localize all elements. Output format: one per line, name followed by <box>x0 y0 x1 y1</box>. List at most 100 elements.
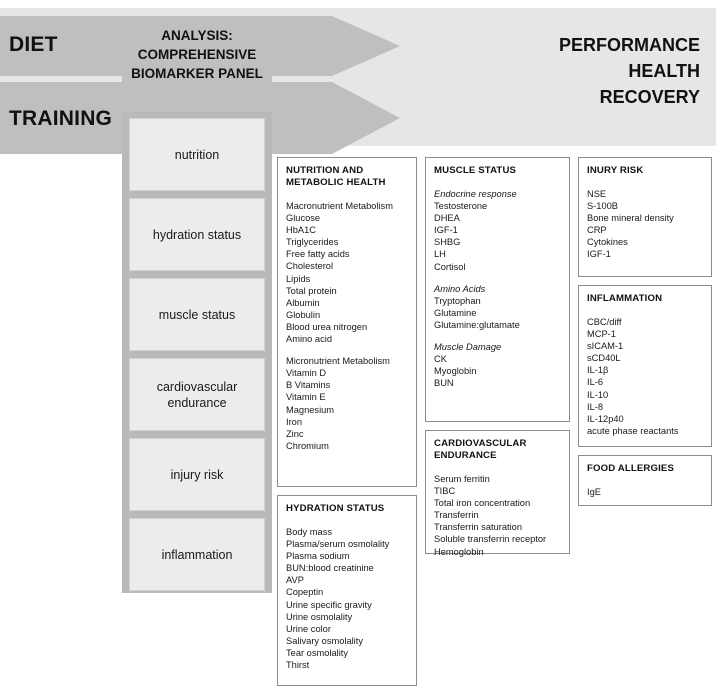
category-item-cardiovascular-endurance[interactable]: cardiovascular endurance <box>129 358 265 431</box>
panel-item: NSE <box>587 189 607 199</box>
panel-item: Urine specific gravity <box>286 599 372 610</box>
panel-item-spacer <box>434 273 561 283</box>
panel-item: HbA1C <box>286 225 316 236</box>
panel-item: Plasma sodium <box>286 551 350 562</box>
panel-item: Total protein <box>286 285 337 296</box>
panel-item: Transferrin saturation <box>434 522 523 533</box>
analysis-title-line-2: COMPREHENSIVE <box>137 47 257 62</box>
outcome-title-group: PERFORMANCE HEALTH RECOVERY <box>559 32 700 110</box>
panel-item: Macronutrient Metabolism <box>286 201 393 211</box>
panel-item: BUN <box>434 378 454 389</box>
panel-item: Glutamine:glutamate <box>434 319 520 330</box>
category-item-label: inflammation <box>161 547 233 562</box>
category-item-label: hydration status <box>152 227 242 242</box>
panel-item: Vitamin E <box>286 392 326 403</box>
panel-item: Chromium <box>286 440 329 451</box>
panel-item: Urine color <box>286 623 331 634</box>
panel-food-allergies: FOOD ALLERGIES IgE <box>578 455 712 506</box>
panel-item: Cortisol <box>434 261 466 272</box>
category-item-label: muscle status <box>158 307 236 322</box>
category-item-muscle-status[interactable]: muscle status <box>129 278 265 351</box>
panel-item: Amino acid <box>286 334 332 345</box>
panel-item: CBC/diff <box>587 317 622 327</box>
panel-subheading: Muscle Damage <box>434 342 502 353</box>
panel-subheading: Amino Acids <box>434 283 486 294</box>
panel-item: S-100B <box>587 201 619 212</box>
panel-item: acute phase reactants <box>587 425 679 436</box>
input-arrow-diet <box>0 16 400 76</box>
category-item-inflammation[interactable]: inflammation <box>129 518 265 591</box>
panel-item: Triglycerides <box>286 237 339 248</box>
panel-item-spacer <box>286 345 408 355</box>
category-item-injury-risk[interactable]: injury risk <box>129 438 265 511</box>
panel-item: Vitamin D <box>286 368 327 379</box>
panel-item: Glutamine <box>434 307 477 318</box>
panel-title: CARDIOVASCULAR ENDURANCE <box>434 438 527 461</box>
panel-item-spacer <box>434 331 561 341</box>
panel-item: Tear osmolality <box>286 647 349 658</box>
outcome-label-recovery: RECOVERY <box>599 87 700 107</box>
panel-item: Salivary osmolality <box>286 635 363 646</box>
panel-item: IL-10 <box>587 389 609 400</box>
panel-item: BUN:blood creatinine <box>286 563 374 574</box>
panel-item: Soluble transferrin receptor <box>434 534 547 545</box>
panel-item: B Vitamins <box>286 380 331 391</box>
panel-item: Zinc <box>286 428 304 439</box>
panel-item: Blood urea nitrogen <box>286 321 368 332</box>
panel-item: Total iron concentration <box>434 498 531 509</box>
panel-item: AVP <box>286 575 304 586</box>
panel-item: CK <box>434 354 447 365</box>
panel-item: Plasma/serum osmolality <box>286 539 390 550</box>
category-item-label: injury risk <box>170 467 224 482</box>
category-item-label: nutrition <box>174 147 220 162</box>
panel-item: IGF-1 <box>434 225 458 236</box>
panel-item: Magnesium <box>286 404 335 415</box>
panel-item: Thirst <box>286 660 310 671</box>
panel-item: IgE <box>587 487 601 497</box>
category-item-nutrition[interactable]: nutrition <box>129 118 265 191</box>
panel-nutrition-and-metabolic-health: NUTRITION AND METABOLIC HEALTH Macronutr… <box>277 157 417 487</box>
outcome-label-performance: PERFORMANCE <box>558 35 700 55</box>
panel-item: Myoglobin <box>434 366 477 377</box>
panel-item: Cholesterol <box>286 261 334 272</box>
panel-subheading: Endocrine response <box>434 189 517 199</box>
analysis-title-line-3: BIOMARKER PANEL <box>131 66 263 81</box>
panel-item: Transferrin <box>434 510 479 521</box>
panel-title: NUTRITION AND METABOLIC HEALTH <box>286 165 386 188</box>
panel-title: FOOD ALLERGIES <box>587 463 675 474</box>
panel-item: SHBG <box>434 237 461 248</box>
panel-item: Lipids <box>286 273 311 284</box>
category-item-hydration-status[interactable]: hydration status <box>129 198 265 271</box>
panel-item: sCD40L <box>587 353 621 364</box>
analysis-title-line-1: ANALYSIS: <box>161 28 233 43</box>
panel-item: CRP <box>587 225 607 236</box>
arrow-bridge <box>122 68 272 86</box>
panel-item: IL-1β <box>587 365 609 376</box>
panel-item: Glucose <box>286 213 321 224</box>
category-list: nutrition hydration status muscle status… <box>129 118 265 591</box>
panel-title: INURY RISK <box>587 165 644 176</box>
panel-item: Iron <box>286 416 303 427</box>
header-band: DIET TRAINING ANALYSIS: COMPREHENSIVE BI… <box>0 8 716 154</box>
panel-item: Testosterone <box>434 201 488 212</box>
panel-item: Copeptin <box>286 587 324 598</box>
panel-item: MCP-1 <box>587 329 616 340</box>
panel-item: Albumin <box>286 297 320 308</box>
panel-item: Bone mineral density <box>587 213 674 224</box>
panel-item: Globulin <box>286 309 321 320</box>
input-label-diet: DIET <box>9 33 58 56</box>
panel-item: Urine osmolality <box>286 611 353 622</box>
panel-item: IL-8 <box>587 401 604 412</box>
panel-item: Free fatty acids <box>286 249 350 260</box>
category-column-backing <box>122 112 272 593</box>
panel-item: Hemoglobin <box>434 546 484 557</box>
panel-item: Cytokines <box>587 237 628 248</box>
